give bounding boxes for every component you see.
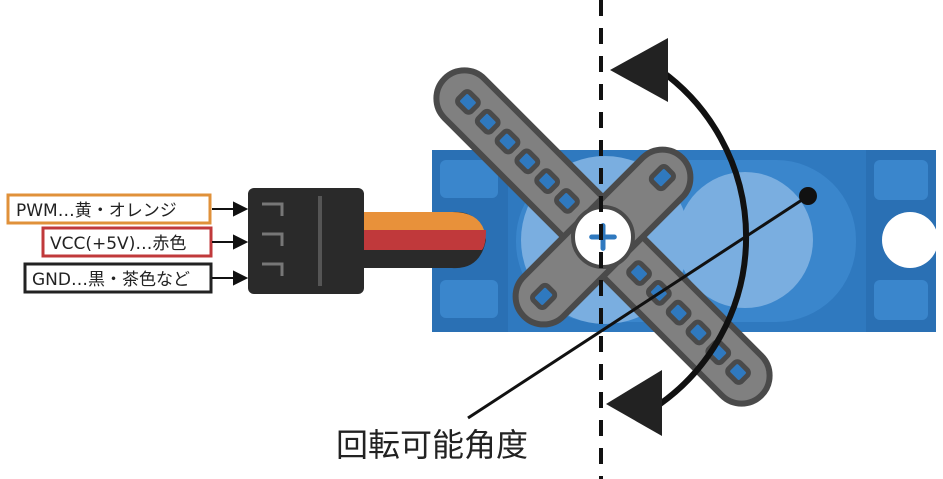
rotation-angle-label: 回転可能角度 [336, 426, 528, 464]
pin-label-vcc-text: VCC(+5V)…赤色 [50, 234, 186, 254]
pin-label-vcc: VCC(+5V)…赤色 [41, 226, 213, 258]
pin-label-pwm-text: PWM…黄・オレンジ [16, 201, 177, 221]
pin-label-pwm: PWM…黄・オレンジ [6, 193, 212, 225]
angle-pointer-dot [799, 187, 817, 205]
angle-pointer-line [467, 194, 809, 420]
pin-label-gnd-text: GND…黒・茶色など [32, 270, 190, 290]
arrow-right-icon [212, 201, 249, 286]
pin-label-gnd: GND…黒・茶色など [23, 262, 213, 294]
servo-connector [248, 188, 364, 294]
servo-wires [360, 211, 486, 269]
